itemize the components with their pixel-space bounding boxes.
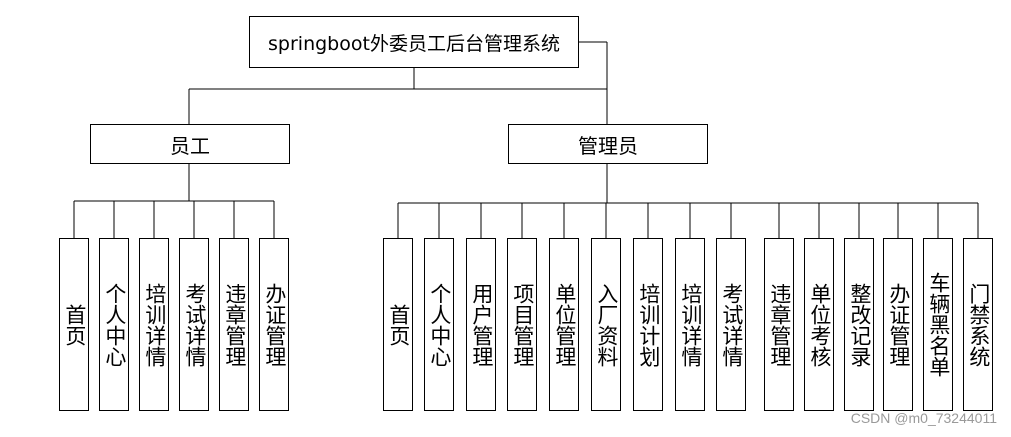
child-node-employee-1: 个人中心 [99, 238, 129, 411]
child-node-admin-13: 车辆黑名单 [923, 238, 953, 411]
child-node-employee-0: 首页 [59, 238, 89, 411]
root-node: springboot外委员工后台管理系统 [249, 16, 579, 68]
child-node-admin-14: 门禁系统 [963, 238, 993, 411]
child-node-admin-12: 办证管理 [883, 238, 913, 411]
child-node-employee-5: 办证管理 [259, 238, 289, 411]
child-node-admin-6: 培训计划 [633, 238, 663, 411]
group-node-employee: 员工 [90, 124, 290, 164]
watermark: CSDN @m0_73244011 [850, 410, 997, 426]
child-node-admin-10: 单位考核 [804, 238, 834, 411]
group-node-admin: 管理员 [508, 124, 708, 164]
child-node-employee-2: 培训详情 [139, 238, 169, 411]
child-node-employee-3: 考试详情 [179, 238, 209, 411]
child-node-admin-2: 用户管理 [466, 238, 496, 411]
child-node-admin-1: 个人中心 [424, 238, 454, 411]
child-node-admin-4: 单位管理 [549, 238, 579, 411]
child-node-admin-3: 项目管理 [507, 238, 537, 411]
child-node-admin-7: 培训详情 [675, 238, 705, 411]
child-node-admin-5: 入厂资料 [591, 238, 621, 411]
child-node-admin-11: 整改记录 [844, 238, 874, 411]
child-node-admin-0: 首页 [383, 238, 413, 411]
connector-lines [73, 41, 979, 238]
child-node-admin-9: 违章管理 [764, 238, 794, 411]
child-node-employee-4: 违章管理 [219, 238, 249, 411]
child-node-admin-8: 考试详情 [716, 238, 746, 411]
